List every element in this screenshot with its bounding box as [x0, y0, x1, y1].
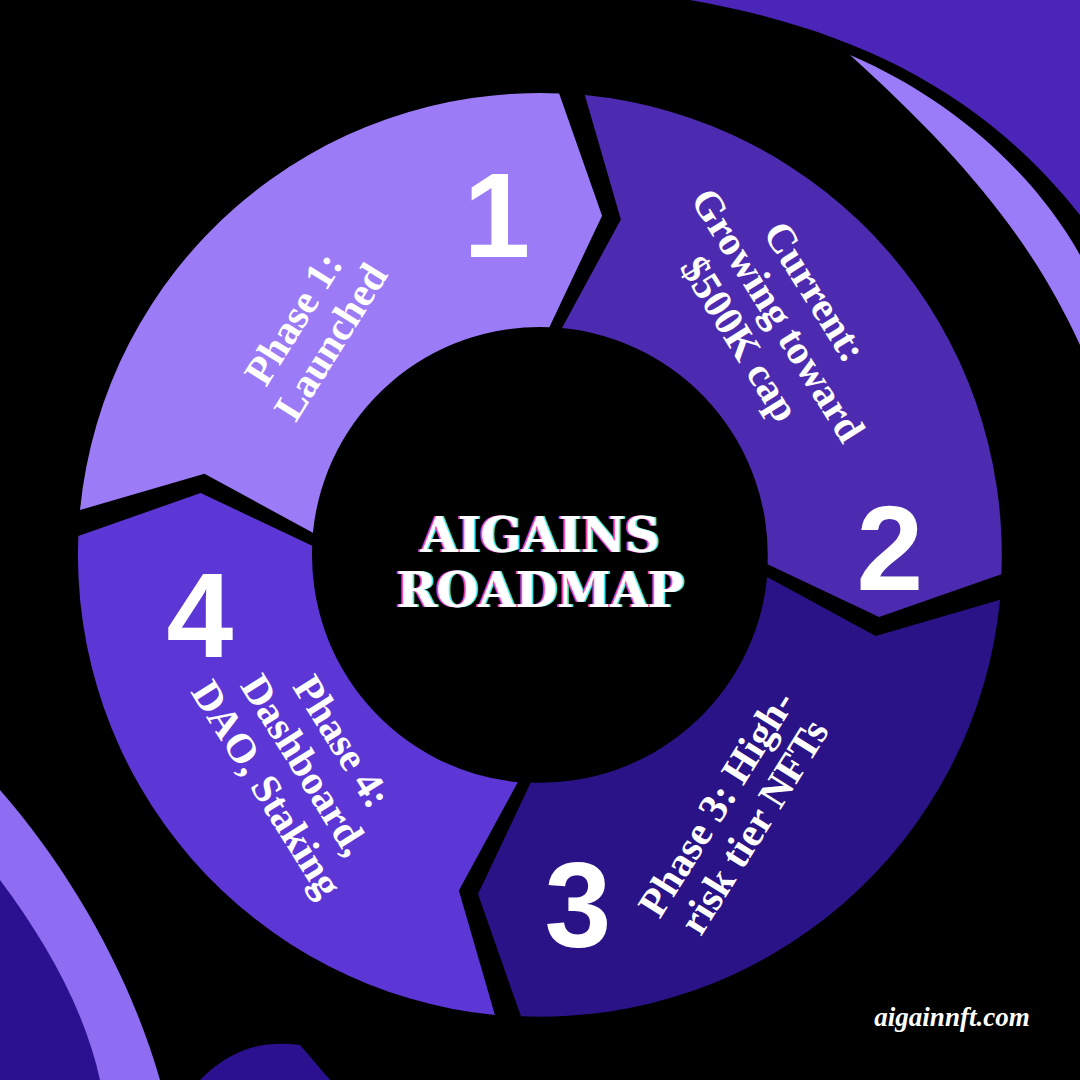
- chevron-segment: [80, 93, 602, 533]
- roadmap-segment: 3Phase 3: High-risk tier NFTs: [478, 577, 1000, 1017]
- corner-swoosh: [0, 790, 160, 1080]
- roadmap-title: AIGAINS ROADMAP: [375, 508, 705, 618]
- chevron-segment: [478, 577, 1000, 1017]
- website-label: aigainnft.com: [874, 1002, 1029, 1033]
- corner-swoosh: [0, 880, 100, 1080]
- phase-number: 2: [857, 488, 924, 608]
- phase-number: 4: [167, 555, 234, 675]
- phase-number: 1: [464, 155, 531, 275]
- phase-number: 3: [545, 845, 612, 965]
- corner-swoosh: [200, 1044, 330, 1080]
- center-circle: [328, 343, 752, 767]
- roadmap-segment: 1Phase 1: Launched: [80, 93, 602, 533]
